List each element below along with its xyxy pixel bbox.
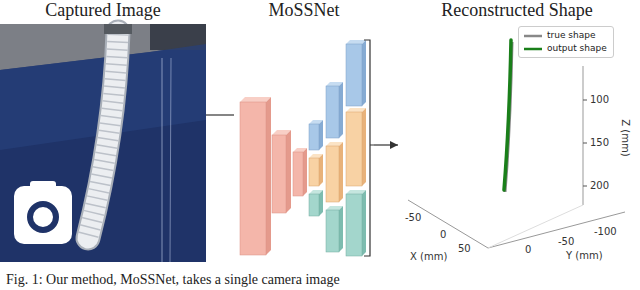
encoder-block <box>272 130 291 213</box>
camera-icon <box>14 186 72 244</box>
tube-segments <box>88 34 118 236</box>
tick-mark <box>583 186 587 187</box>
legend-line-sample <box>523 32 543 40</box>
axis-tick-label: 0 <box>525 244 531 256</box>
tick-mark <box>583 143 587 144</box>
axis-tick-label: 200 <box>590 180 609 192</box>
tube-clamp <box>104 24 132 34</box>
output-shape-curve <box>504 40 511 190</box>
tube-shadow <box>88 32 118 238</box>
axis-tick-label: 50 <box>458 243 471 255</box>
axis-tick-label: 0 <box>440 229 446 241</box>
plot-legend: true shapeoutput shape <box>518 26 614 58</box>
captured-photo <box>0 24 206 262</box>
soft-robot-tube <box>88 32 118 238</box>
axis-tick-label: -50 <box>558 236 574 248</box>
thread <box>162 58 163 262</box>
output-bracket <box>364 40 374 256</box>
connector-line <box>206 114 234 115</box>
panel-heading: MoSSNet <box>234 0 374 21</box>
panel-heading: Captured Image <box>0 0 206 21</box>
encoder-block <box>240 97 271 255</box>
figure-caption: Fig. 1: Our method, MoSSNet, takes a sin… <box>6 272 340 288</box>
legend-text: output shape <box>547 42 607 55</box>
encoder-block <box>293 148 307 196</box>
thread <box>170 58 171 262</box>
panel-node: Captured Image <box>0 0 206 262</box>
legend-line-sample <box>523 45 543 53</box>
axis-tick-label: X (mm) <box>410 251 447 263</box>
z-axis <box>583 66 584 205</box>
grid-line <box>488 205 583 248</box>
decoder-block <box>309 108 366 202</box>
decoder-block <box>309 190 366 256</box>
camera-lens <box>30 204 56 230</box>
x-axis <box>408 200 488 248</box>
water-background <box>0 24 206 262</box>
panel-heading: Reconstructed Shape <box>398 0 636 21</box>
legend-row: true shape <box>523 29 607 42</box>
panel-node: MoSSNet <box>234 0 374 262</box>
axis-tick-label: -50 <box>405 212 421 224</box>
axis-tick-label: -100 <box>594 226 617 238</box>
connector-arrow <box>374 144 398 145</box>
tick-mark <box>583 100 587 101</box>
legend-text: true shape <box>547 29 596 42</box>
axis-tick-label: Z (mm) <box>619 119 631 156</box>
network-blocks <box>240 40 374 256</box>
axis-tick-label: Y (mm) <box>566 250 603 262</box>
axis-tick-label: 100 <box>590 94 609 106</box>
legend-row: output shape <box>523 42 607 55</box>
3d-plot <box>408 40 625 248</box>
axis-tick-label: 150 <box>590 137 609 149</box>
